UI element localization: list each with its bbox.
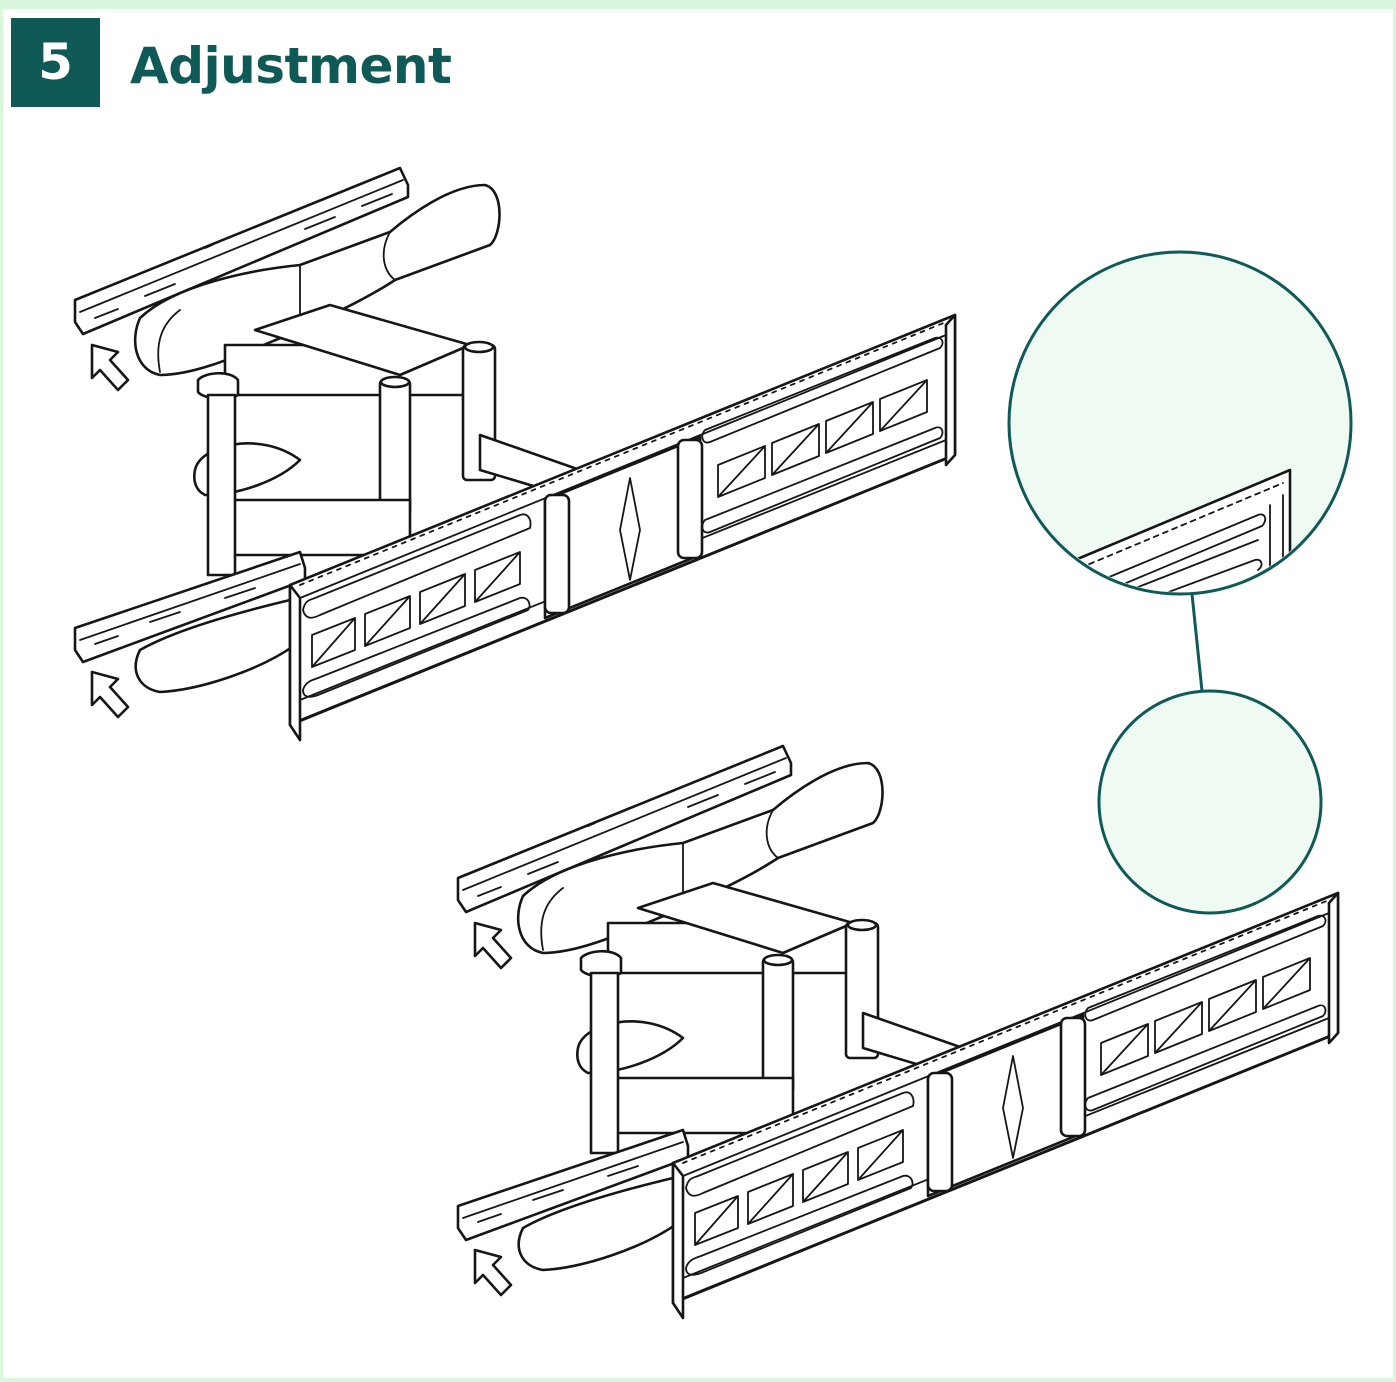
wall-mount-before xyxy=(73,166,957,742)
zoom-connector-line xyxy=(1190,593,1204,692)
step-title: Adjustment xyxy=(130,37,452,95)
step-number-badge: 5 xyxy=(11,18,100,107)
zoom-detail-circle-lower xyxy=(1097,689,1323,915)
